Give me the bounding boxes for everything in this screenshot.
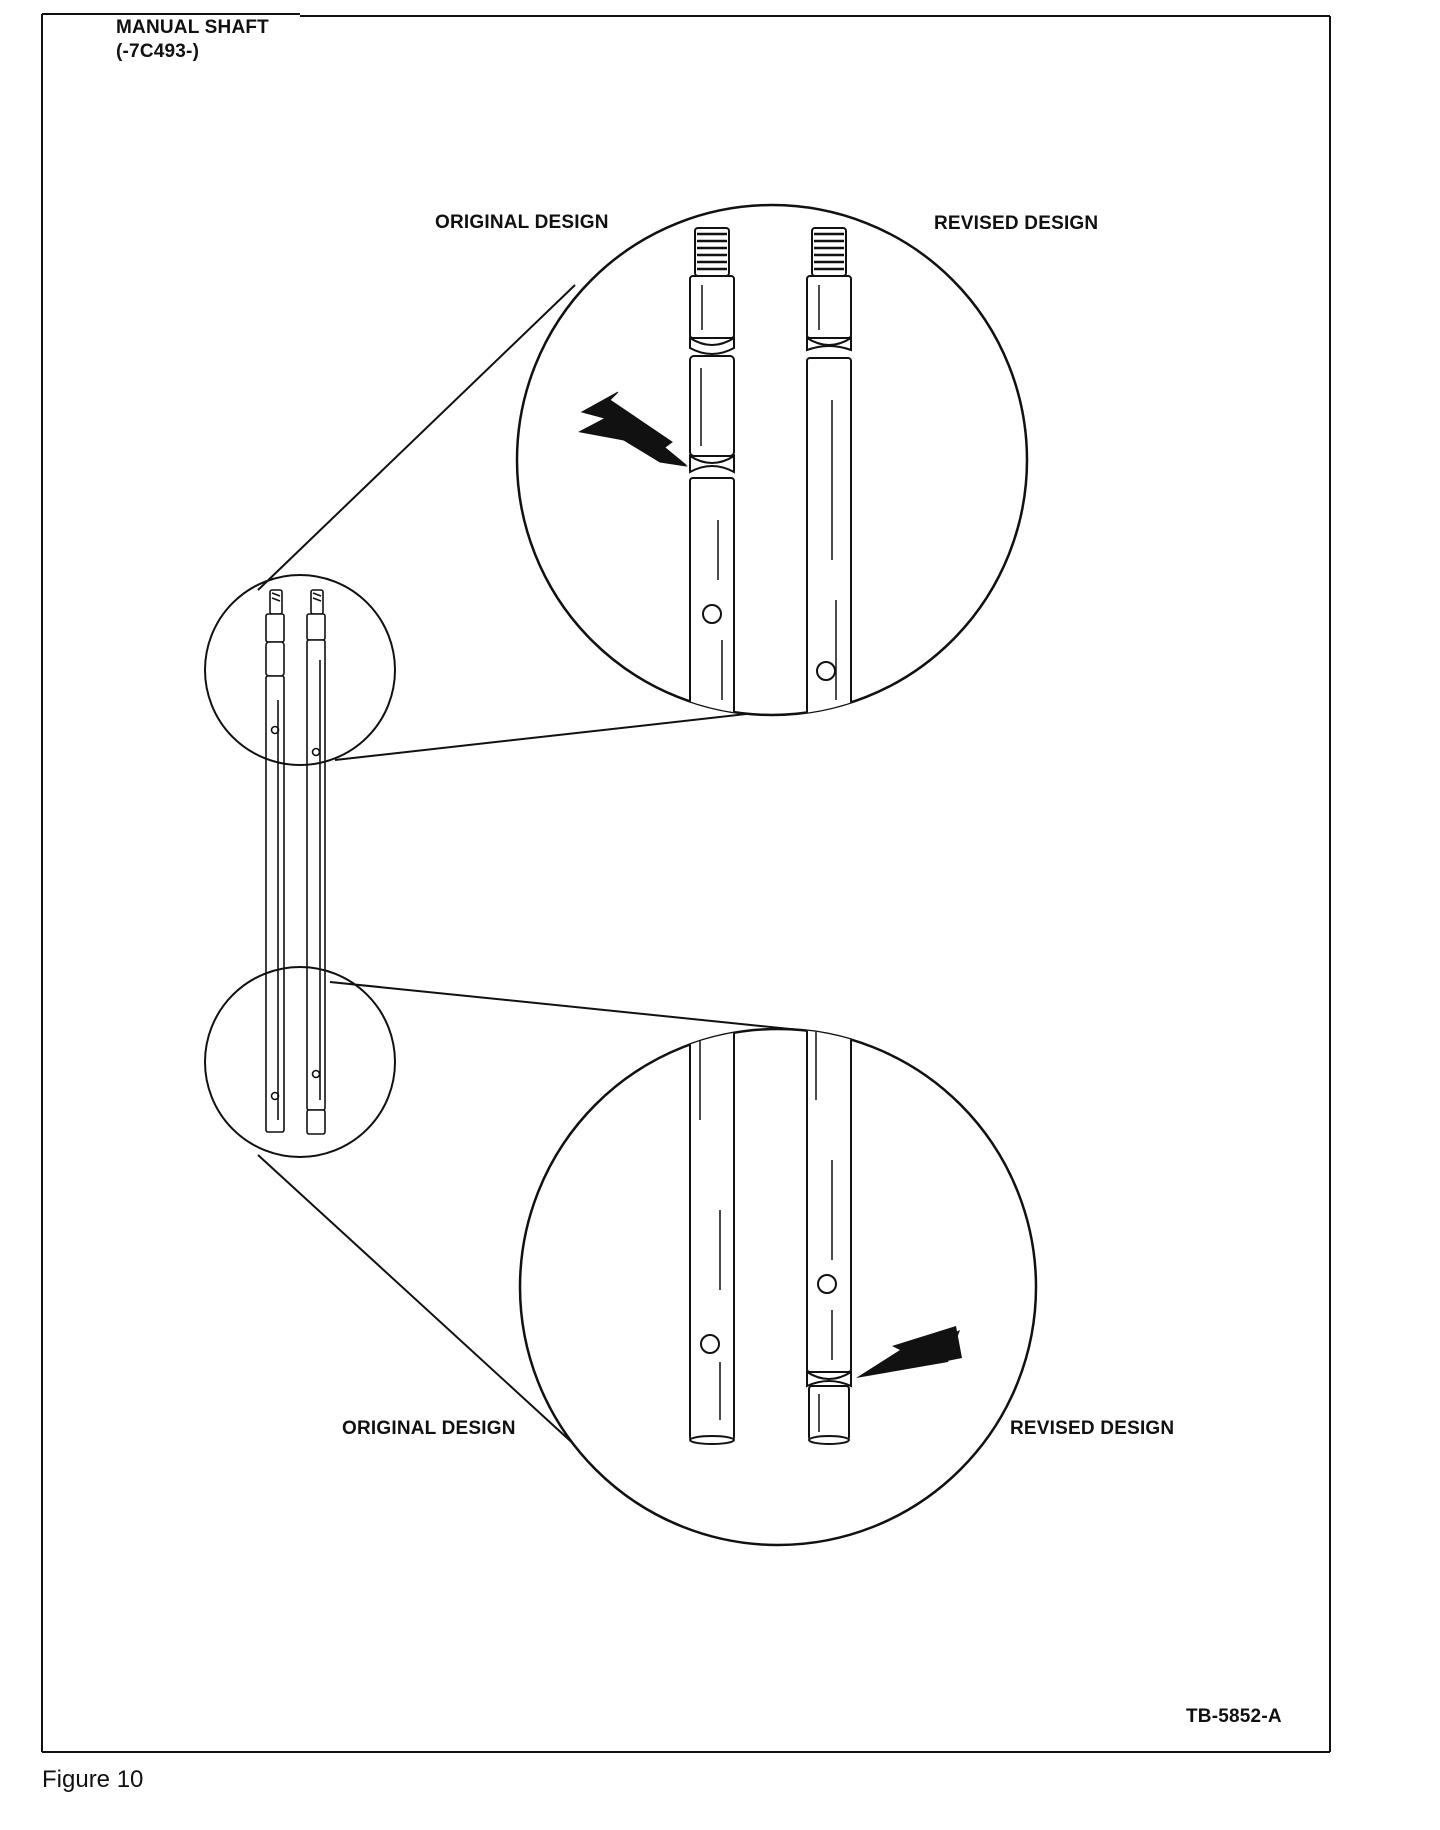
- title-line-2: (-7C493-): [116, 41, 200, 62]
- overview-revised-shaft: [307, 590, 325, 1134]
- bottom-detail: [520, 1000, 1036, 1545]
- top-original-design-label: ORIGINAL DESIGN: [435, 212, 609, 233]
- overview-original-shaft: [266, 590, 284, 1132]
- bottom-revised-shaft: [807, 1029, 851, 1444]
- bottom-revised-design-label: REVISED DESIGN: [1010, 1418, 1175, 1439]
- overview-bottom-circle: [205, 967, 395, 1157]
- bottom-detail-circle: [520, 1029, 1036, 1545]
- bottom-arrow-icon: [856, 1326, 962, 1378]
- top-revised-design-label: REVISED DESIGN: [934, 213, 1099, 234]
- overview-circles: [205, 575, 395, 1157]
- top-original-shaft: [690, 228, 734, 715]
- overview-shafts: [266, 590, 325, 1134]
- figure-id-label: TB-5852-A: [1186, 1706, 1282, 1727]
- overview-top-circle: [205, 575, 395, 765]
- top-detail: [517, 205, 1027, 738]
- top-detail-circle: [517, 205, 1027, 715]
- figure-title: MANUAL SHAFT (-7C493-): [116, 16, 269, 64]
- figure-border: [42, 14, 1330, 1752]
- top-revised-shaft: [807, 228, 851, 715]
- bottom-original-shaft: [690, 1029, 734, 1444]
- callout-lines: [258, 285, 800, 1448]
- title-line-1: MANUAL SHAFT: [116, 17, 269, 38]
- figure-caption: Figure 10: [42, 1766, 144, 1793]
- bottom-original-design-label: ORIGINAL DESIGN: [342, 1418, 516, 1439]
